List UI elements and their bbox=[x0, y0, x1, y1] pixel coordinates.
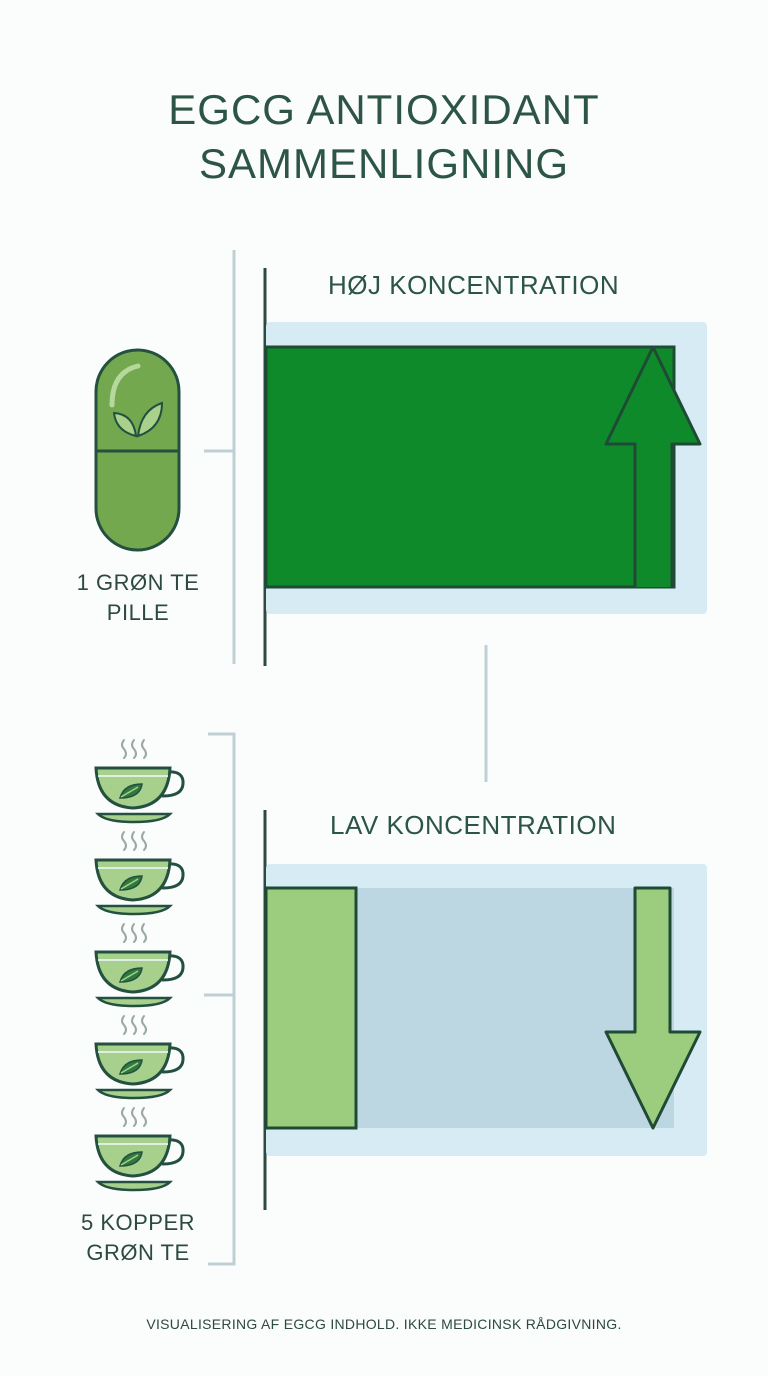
high-concentration-heading: HØJ KONCENTRATION bbox=[328, 270, 620, 300]
pill-label: 1 GRØN TE PILLE bbox=[38, 568, 238, 628]
low-concentration-heading: LAV KONCENTRATION bbox=[330, 810, 617, 840]
arrow-down-icon bbox=[604, 886, 702, 1130]
green-tea-cup-icon bbox=[94, 1107, 185, 1192]
page-title-line-1: EGCG ANTIOXIDANT bbox=[168, 86, 600, 133]
cups-label: 5 KOPPER GRØN TE bbox=[38, 1208, 238, 1268]
disclaimer-footer: VISUALISERING AF EGCG INDHOLD. IKKE MEDI… bbox=[146, 1316, 622, 1332]
pill-label-line-1: 1 GRØN TE bbox=[76, 570, 200, 595]
green-tea-pill-icon bbox=[94, 348, 181, 552]
low-source-bracket bbox=[208, 732, 236, 1266]
low-concentration-bar bbox=[264, 886, 358, 1130]
green-tea-cup-icon bbox=[94, 923, 185, 1008]
high-concentration-bar bbox=[264, 345, 676, 589]
pill-label-line-2: PILLE bbox=[106, 600, 170, 625]
connector-lines bbox=[204, 250, 488, 1266]
green-tea-cup-icon bbox=[94, 831, 185, 916]
cups-label-line-1: 5 KOPPER bbox=[80, 1210, 196, 1235]
green-tea-cup-icon bbox=[94, 1015, 185, 1100]
page-title-line-2: SAMMENLIGNING bbox=[198, 140, 570, 187]
cups-label-line-2: GRØN TE bbox=[86, 1240, 190, 1265]
arrow-up-icon bbox=[604, 345, 702, 587]
cups-stack bbox=[94, 739, 185, 1192]
green-tea-cup-icon bbox=[94, 739, 185, 824]
